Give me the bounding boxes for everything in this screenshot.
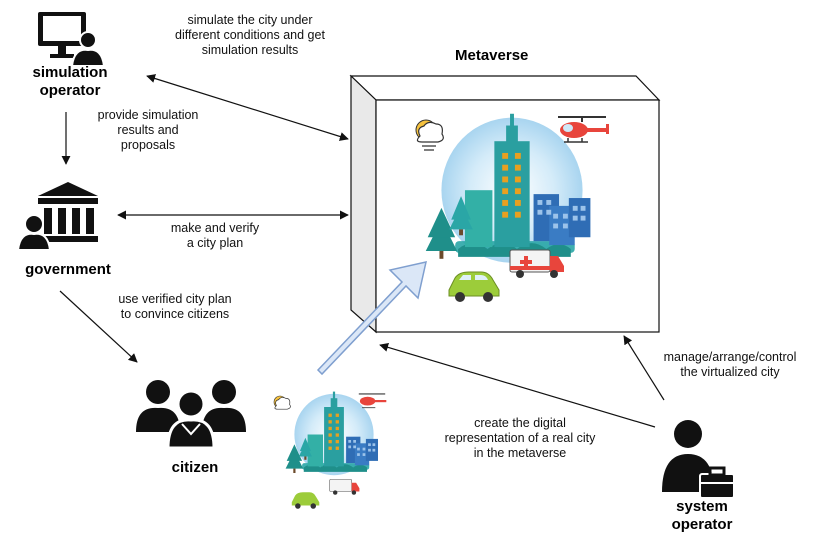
system-operator-label-line2: operator bbox=[671, 516, 733, 533]
provide-edge-label-line1: provide simulation bbox=[97, 108, 199, 122]
simulate-edge-label: simulate the city under different condit… bbox=[150, 13, 350, 58]
ambulance-icon-small bbox=[329, 479, 360, 495]
arrow-create-digital bbox=[379, 343, 656, 428]
provide-edge-label-line3: proposals bbox=[120, 138, 176, 152]
provide-edge-label-line2: results and bbox=[117, 123, 179, 137]
arrow-simulate bbox=[146, 74, 349, 141]
simulation-operator-label: simulation operator bbox=[14, 64, 126, 100]
ambulance-icon bbox=[509, 249, 564, 278]
make-plan-edge-label: make and verify a city plan bbox=[150, 221, 280, 251]
system-operator-label: system operator bbox=[652, 498, 752, 534]
real-city-illustration bbox=[273, 391, 387, 509]
convince-edge-label-line2: to convince citizens bbox=[120, 307, 230, 321]
car-icon bbox=[448, 271, 500, 302]
metaverse-city-illustration bbox=[415, 113, 609, 302]
arrow-manage bbox=[623, 335, 665, 401]
helicopter-icon bbox=[558, 116, 609, 143]
weather-icon-small bbox=[273, 395, 291, 410]
arrow-convince bbox=[59, 290, 138, 363]
system-operator-label-line1: system bbox=[676, 498, 728, 515]
convince-edge-label: use verified city plan to convince citiz… bbox=[90, 292, 260, 322]
connectors bbox=[59, 74, 665, 428]
simulate-edge-label-line1: simulate the city under bbox=[187, 13, 313, 27]
simulate-edge-label-line2: different conditions and get bbox=[175, 28, 325, 42]
make-plan-edge-label-line1: make and verify bbox=[170, 221, 260, 235]
manage-edge-label-line2: the virtualized city bbox=[680, 365, 780, 379]
create-digital-edge-label-line2: representation of a real city bbox=[444, 431, 596, 445]
manage-edge-label: manage/arrange/control the virtualized c… bbox=[648, 350, 812, 380]
helicopter-icon-small bbox=[358, 393, 387, 409]
simulation-operator-label-line2: operator bbox=[39, 82, 101, 99]
weather-icon bbox=[415, 119, 444, 151]
government-label: government bbox=[25, 261, 111, 278]
government-icon bbox=[16, 182, 98, 251]
simulation-operator-icon bbox=[38, 12, 106, 67]
create-digital-edge-label-line3: in the metaverse bbox=[473, 446, 567, 460]
system-operator-icon bbox=[662, 420, 735, 499]
create-digital-edge-label: create the digital representation of a r… bbox=[420, 416, 620, 461]
provide-edge-label: provide simulation results and proposals bbox=[70, 108, 226, 153]
citizen-icon bbox=[136, 380, 246, 450]
create-digital-edge-label-line1: create the digital bbox=[474, 416, 566, 430]
metaverse-title: Metaverse bbox=[455, 47, 529, 64]
convince-edge-label-line1: use verified city plan bbox=[118, 292, 232, 306]
make-plan-edge-label-line2: a city plan bbox=[186, 236, 244, 250]
car-icon-small bbox=[291, 492, 320, 509]
simulate-edge-label-line3: simulation results bbox=[201, 43, 299, 57]
manage-edge-label-line1: manage/arrange/control bbox=[663, 350, 797, 364]
citizen-label: citizen bbox=[171, 459, 219, 476]
digitize-block-arrow bbox=[316, 261, 427, 376]
simulation-operator-label-line1: simulation bbox=[32, 64, 108, 81]
